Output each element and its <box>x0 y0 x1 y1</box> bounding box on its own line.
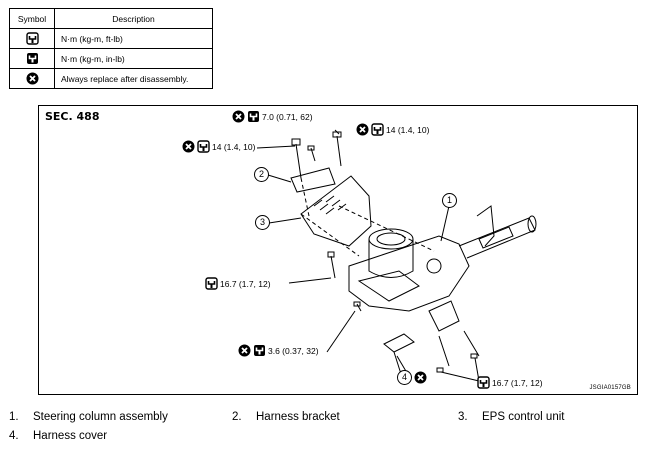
legend-header-row: Symbol Description <box>9 8 213 29</box>
torque-spec: 16.7 (1.7, 12) <box>205 277 271 290</box>
torque-value: 14 (1.4, 10) <box>386 124 430 135</box>
torque-spec: 14 (1.4, 10) <box>356 123 429 136</box>
replace-icon <box>238 344 251 357</box>
replace-icon <box>414 371 427 384</box>
torque-value: 7.0 (0.71, 62) <box>262 111 313 122</box>
torque-wrench-icon <box>477 376 490 389</box>
figure-id: JSGIA0157GB <box>589 385 631 391</box>
torque-value: 3.6 (0.37, 32) <box>268 345 319 356</box>
caption-item: 1.Steering column assembly <box>9 411 168 423</box>
legend-description: Always replace after disassembly. <box>54 68 213 89</box>
symbol-legend-table: Symbol Description N·m (kg-m, ft-lb) N·m… <box>9 8 213 89</box>
legend-symbol-header: Symbol <box>9 8 55 29</box>
torque-spec: 16.7 (1.7, 12) <box>477 376 543 389</box>
legend-description: N·m (kg-m, ft-lb) <box>54 28 213 49</box>
callout-2: 2 <box>254 167 269 182</box>
exploded-view-figure: SEC. 488 <box>38 105 638 395</box>
torque-wrench-icon <box>25 32 39 45</box>
legend-row: Always replace after disassembly. <box>9 68 213 89</box>
torque-wrench-inlb-icon <box>26 52 39 65</box>
torque-value: 16.7 (1.7, 12) <box>492 377 543 388</box>
torque-spec: 3.6 (0.37, 32) <box>238 344 319 357</box>
legend-description: N·m (kg-m, in-lb) <box>54 48 213 69</box>
steering-column-drawing <box>256 129 537 382</box>
replace-icon <box>26 72 39 85</box>
replace-icon <box>356 123 369 136</box>
torque-spec: 14 (1.4, 10) <box>182 140 255 153</box>
callout-4: 4 <box>397 370 412 385</box>
callout-4-group: 4 <box>397 370 427 385</box>
legend-row: N·m (kg-m, in-lb) <box>9 48 213 69</box>
replace-icon <box>232 110 245 123</box>
caption-item: 3.EPS control unit <box>458 411 565 423</box>
section-label: SEC. 488 <box>45 110 100 123</box>
callout-1: 1 <box>442 193 457 208</box>
torque-value: 16.7 (1.7, 12) <box>220 278 271 289</box>
caption-item: 2.Harness bracket <box>232 411 340 423</box>
torque-wrench-icon <box>197 140 210 153</box>
legend-row: N·m (kg-m, ft-lb) <box>9 28 213 49</box>
torque-spec: 7.0 (0.71, 62) <box>232 110 313 123</box>
torque-value: 14 (1.4, 10) <box>212 141 256 152</box>
legend-description-header: Description <box>54 8 213 29</box>
torque-wrench-inlb-icon <box>253 344 266 357</box>
caption-item: 4.Harness cover <box>9 430 108 442</box>
torque-wrench-icon <box>371 123 384 136</box>
replace-icon <box>182 140 195 153</box>
callout-3: 3 <box>255 215 270 230</box>
torque-wrench-icon <box>205 277 218 290</box>
torque-wrench-inlb-icon <box>247 110 260 123</box>
